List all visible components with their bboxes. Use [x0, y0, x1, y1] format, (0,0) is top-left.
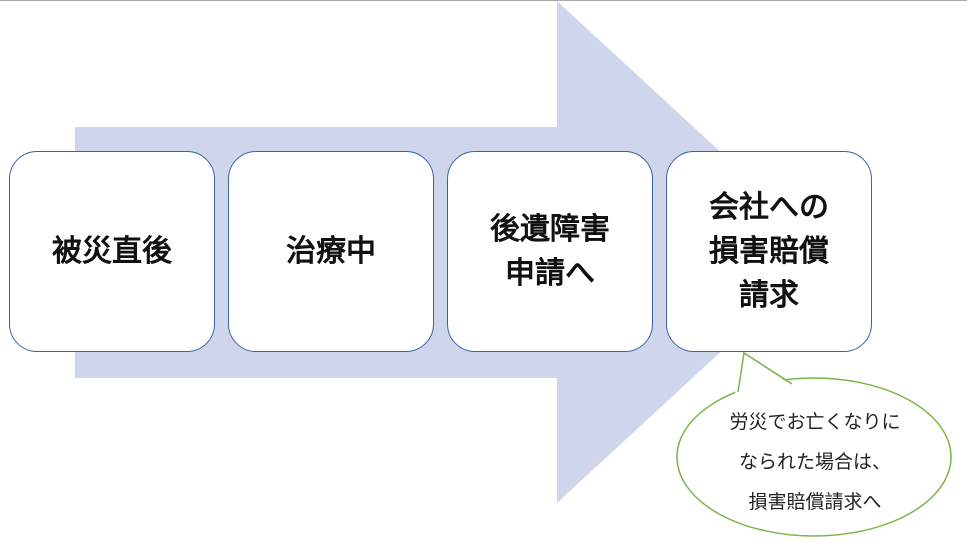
callout-line-3: 損害賠償請求へ	[748, 491, 882, 513]
step-box-2: 治療中	[228, 151, 434, 352]
step-4-line-2: 損害賠償	[709, 233, 829, 269]
callout-line-2: なられた場合は、	[738, 451, 891, 473]
step-1-line-1: 被災直後	[52, 233, 172, 269]
step-box-1: 被災直後	[9, 151, 215, 352]
step-4-line-1: 会社への	[709, 189, 829, 225]
callout-text: 労災でお亡くなりに なられた場合は、 損害賠償請求へ	[700, 402, 930, 522]
step-box-3: 後遺障害 申請へ	[447, 151, 653, 352]
step-3-line-1: 後遺障害	[490, 211, 610, 247]
step-box-4: 会社への 損害賠償 請求	[666, 151, 872, 352]
step-2-line-1: 治療中	[286, 233, 376, 269]
step-4-line-3: 請求	[739, 277, 799, 313]
callout-line-1: 労災でお亡くなりに	[729, 411, 901, 433]
top-border-line	[0, 0, 967, 1]
step-3-line-2: 申請へ	[505, 255, 595, 291]
